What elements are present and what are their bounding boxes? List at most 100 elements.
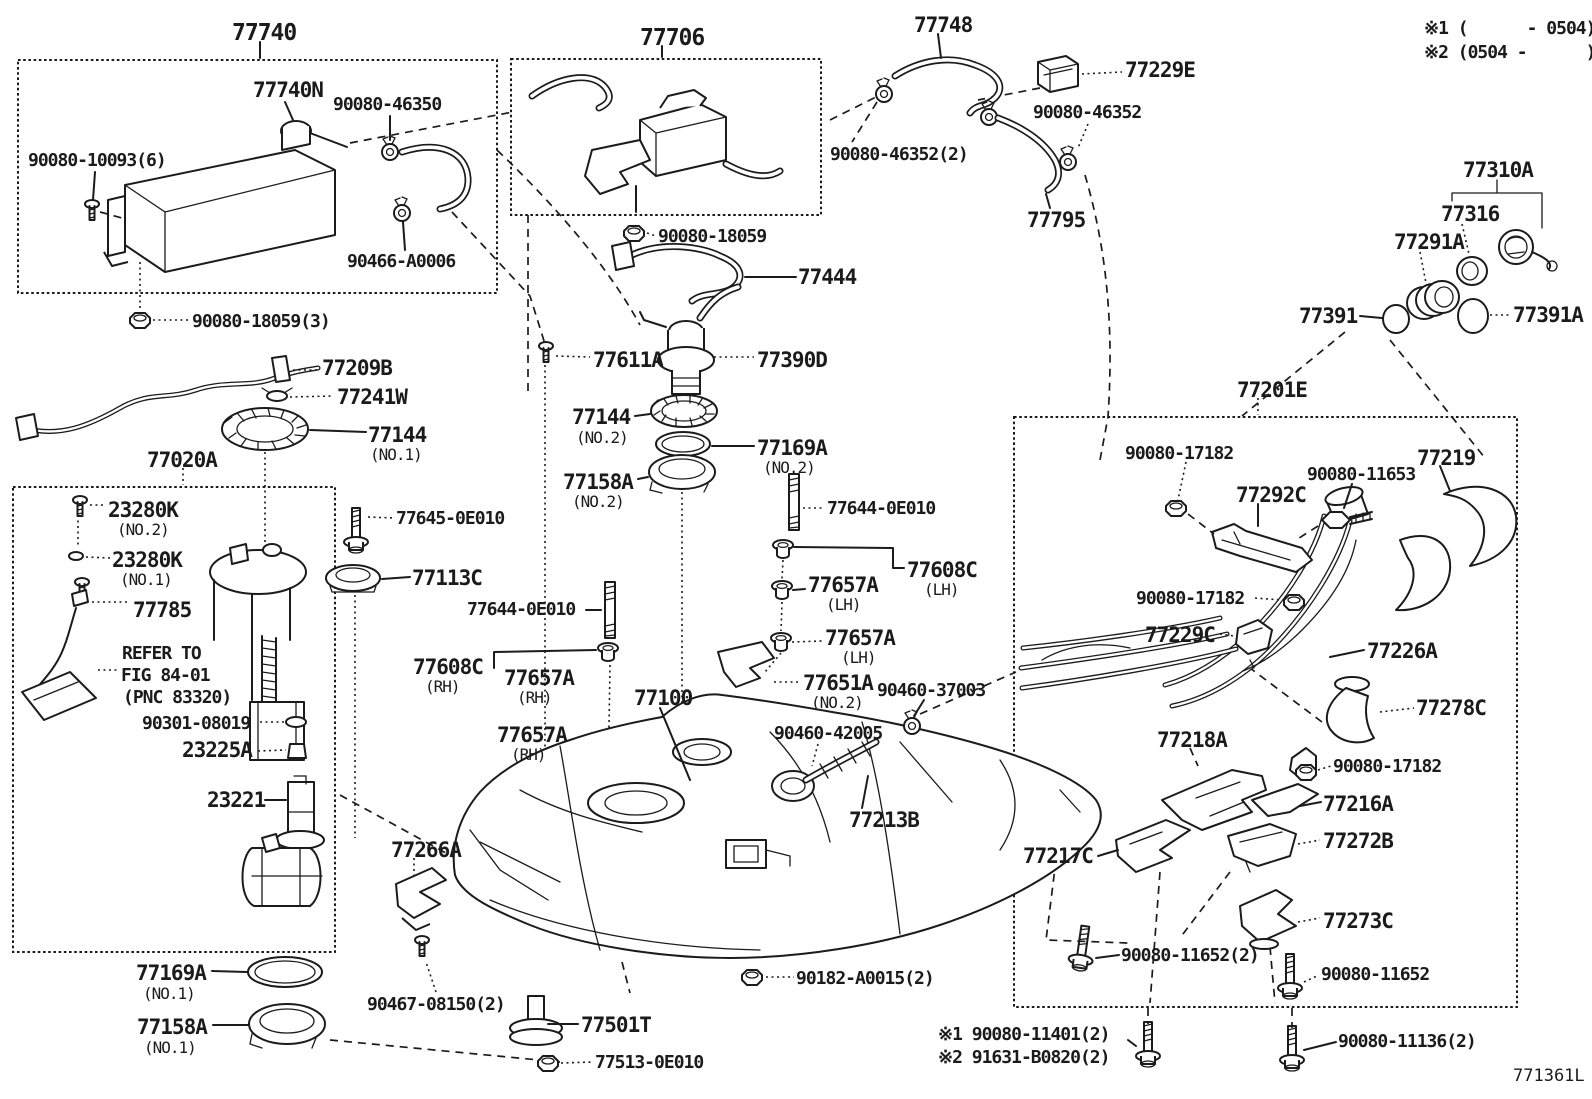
part-label-9008011653: 90080-11653 [1307, 464, 1416, 485]
part-label-no1: (NO.1) [144, 1038, 197, 1057]
part-label-77657a: 77657A [808, 573, 879, 597]
part-label-90182a00152: 90182-A0015(2) [796, 968, 935, 989]
part-label-20504: ※2 (0504 - ) [1424, 42, 1592, 63]
part-label-9046037003: 90460-37003 [877, 680, 986, 701]
part-label-77226a: 77226A [1367, 639, 1438, 663]
part-label-90080116522: 90080-11652(2) [1121, 945, 1260, 966]
part-label-77158a: 77158A [563, 470, 634, 494]
part-label-775130e010: 77513-0E010 [595, 1052, 704, 1073]
fuel-tube-drawing [15, 355, 367, 451]
pump-group-box [12, 486, 336, 953]
part-label-776440e010: 77644-0E010 [827, 498, 936, 519]
part-label-77651a: 77651A [803, 671, 874, 695]
part-label-77241w: 77241W [337, 385, 408, 409]
center-valve-stack-drawing [538, 283, 755, 494]
part-label-77278c: 77278C [1416, 696, 1487, 720]
part-label-77444: 77444 [798, 265, 857, 289]
part-label-77748: 77748 [914, 13, 973, 37]
part-label-77169a: 77169A [757, 436, 828, 460]
fuel-tank-drawing [452, 693, 1102, 959]
part-label-77266a: 77266A [391, 838, 462, 862]
part-label-9008017182: 90080-17182 [1333, 756, 1442, 777]
part-label-776440e010: 77644-0E010 [467, 599, 576, 620]
part-label-77706: 77706 [640, 25, 705, 51]
part-label-77169a: 77169A [136, 961, 207, 985]
part-label-77795: 77795 [1027, 208, 1086, 232]
part-label-9046042005: 90460-42005 [774, 723, 883, 744]
part-label-9008046352: 90080-46352 [1033, 102, 1142, 123]
part-label-no2: (NO.2) [811, 693, 864, 712]
gasket-set-no1-drawing [211, 956, 326, 1049]
part-label-77740: 77740 [232, 20, 297, 46]
filler-pipe-group-box [1013, 416, 1518, 1008]
part-label-fig8401: FIG 84-01 [121, 665, 211, 686]
part-label-90080111362: 90080-11136(2) [1338, 1031, 1477, 1052]
part-label-77291a: 77291A [1394, 230, 1465, 254]
part-label-90467081502: 90467-08150(2) [367, 994, 506, 1015]
canister-group-box [17, 59, 498, 294]
part-label-no2: (NO.2) [576, 428, 629, 447]
part-label-no1: (NO.1) [143, 984, 196, 1003]
fuel-pump-module-drawing [21, 495, 325, 907]
part-label-10504: ※1 ( - 0504) [1424, 18, 1592, 39]
tank-attachments-drawing [395, 641, 925, 1072]
part-label-77113c: 77113C [412, 566, 483, 590]
part-label-9008011652: 90080-11652 [1321, 964, 1430, 985]
part-label-referto: REFER TO [122, 643, 202, 664]
part-label-rh: (RH) [511, 745, 547, 764]
part-label-90080100936: 90080-10093(6) [28, 150, 167, 171]
part-label-9008017182: 90080-17182 [1136, 588, 1245, 609]
charcoal-canister-drawing [84, 101, 472, 329]
part-label-77611a: 77611A [593, 348, 664, 372]
part-label-77657a: 77657A [497, 723, 568, 747]
part-label-23280k: 23280K [112, 548, 183, 572]
part-label-77213b: 77213B [849, 808, 920, 832]
part-label-rh: (RH) [425, 677, 461, 696]
filler-cap-drawing [1359, 179, 1558, 334]
part-label-9008018059: 90080-18059 [658, 226, 767, 247]
filler-pipe-drawing [1018, 461, 1518, 1000]
valve-group-box [510, 58, 822, 216]
part-label-291631b08202: ※2 91631-B0820(2) [938, 1047, 1110, 1068]
part-label-77100: 77100 [634, 686, 693, 710]
part-label-pnc83320: (PNC 83320) [123, 687, 232, 708]
part-label-lh: (LH) [841, 648, 877, 667]
part-label-no2: (NO.2) [117, 520, 170, 539]
part-label-9030108019: 90301-08019 [142, 713, 251, 734]
part-label-9008017182: 90080-17182 [1125, 443, 1234, 464]
part-label-90080180593: 90080-18059(3) [192, 311, 331, 332]
part-label-77292c: 77292C [1236, 483, 1307, 507]
part-label-rh: (RH) [517, 688, 553, 707]
part-label-77209b: 77209B [322, 356, 393, 380]
part-label-771361l: 771361L [1513, 1066, 1585, 1086]
fasteners-center-drawing [325, 473, 905, 752]
part-label-no1: (NO.1) [120, 570, 173, 589]
part-label-90080463522: 90080-46352(2) [830, 144, 969, 165]
part-label-77272b: 77272B [1323, 829, 1394, 853]
mounting-bolts-drawing [1127, 1021, 1337, 1072]
part-label-77608c: 77608C [907, 558, 978, 582]
vapor-hoses-drawing [875, 33, 1123, 209]
part-label-77219: 77219 [1417, 446, 1476, 470]
part-label-776450e010: 77645-0E010 [396, 508, 505, 529]
part-label-77020a: 77020A [147, 448, 218, 472]
vent-valve-drawing [528, 74, 797, 305]
part-label-77316: 77316 [1441, 202, 1500, 226]
part-label-77229c: 77229C [1145, 623, 1216, 647]
part-label-77229e: 77229E [1125, 58, 1196, 82]
part-label-190080114012: ※1 90080-11401(2) [938, 1024, 1110, 1045]
part-label-77740n: 77740N [253, 78, 324, 102]
part-label-77391a: 77391A [1513, 303, 1584, 327]
part-label-23225a: 23225A [182, 738, 253, 762]
part-label-lh: (LH) [924, 580, 960, 599]
part-label-90466a0006: 90466-A0006 [347, 251, 456, 272]
part-label-77216a: 77216A [1323, 792, 1394, 816]
part-label-23221: 23221 [207, 788, 266, 812]
part-label-77657a: 77657A [504, 666, 575, 690]
part-label-9008046350: 90080-46350 [333, 94, 442, 115]
part-label-no2: (NO.2) [572, 492, 625, 511]
part-label-lh: (LH) [826, 595, 862, 614]
part-label-77657a: 77657A [825, 626, 896, 650]
